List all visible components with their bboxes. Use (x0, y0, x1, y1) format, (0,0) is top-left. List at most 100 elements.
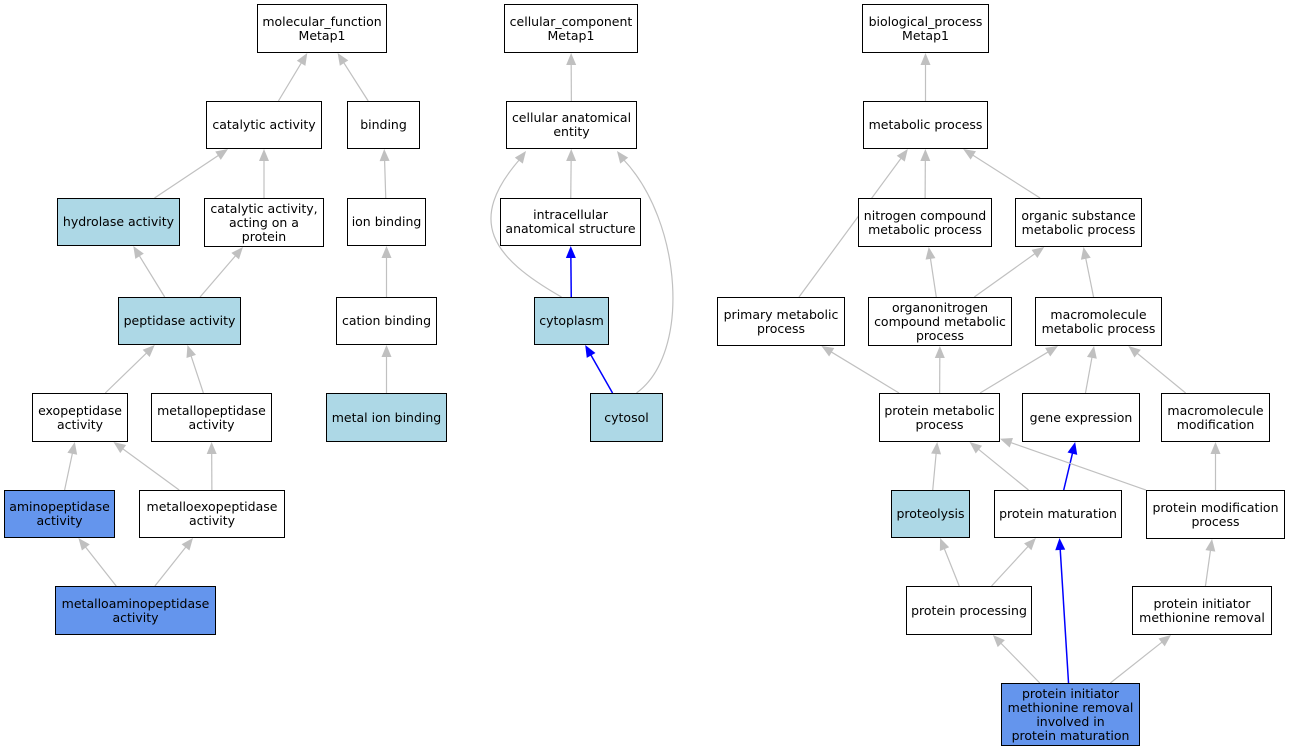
arrowhead (206, 442, 217, 455)
edge-metalloexopeptidase-to-exopeptidase (113, 442, 180, 491)
arrowhead (969, 442, 983, 454)
node-catalytic-activity[interactable]: catalytic activity (206, 101, 322, 149)
edge-cytoplasm-to-intracellular (565, 246, 576, 298)
arrowhead (565, 246, 576, 259)
edge-init_met_maturation-to-protein_maturation (1055, 538, 1070, 684)
node-cytosol[interactable]: cytosol (590, 393, 663, 442)
edge-ion_binding-to-binding (379, 149, 390, 199)
edge-catalytic-to-mf_root (277, 53, 308, 102)
arrowhead (1158, 635, 1172, 647)
edge-metalloaminopeptidase-to-metalloexopeptidase (154, 538, 193, 587)
edge-protein_maturation-to-protein_met (969, 442, 1029, 491)
node-peptidase-activity[interactable]: peptidase activity (118, 297, 241, 345)
arrowhead (67, 442, 78, 455)
edge-init_met_maturation-to-init_met_removal (1109, 635, 1172, 684)
arrowhead (1024, 538, 1036, 551)
node-aminopeptidase-activity[interactable]: aminopeptidase activity (4, 490, 115, 538)
node-binding[interactable]: binding (347, 101, 420, 149)
node-nitrogen-compound-metabolic-process[interactable]: nitrogen compound metabolic process (858, 198, 992, 247)
node-gene-expression[interactable]: gene expression (1022, 393, 1140, 442)
node-protein-modification-process[interactable]: protein modification process (1146, 490, 1285, 539)
node-molecular-function-root[interactable]: molecular_function Metap1 (257, 4, 387, 53)
arrowhead (1031, 247, 1045, 259)
node-intracellular-anatomical-structure[interactable]: intracellular anatomical structure (500, 198, 641, 246)
edge-protein_met-to-macromolecule_met (979, 346, 1058, 394)
arrowhead (259, 149, 269, 161)
edge-gene_expression-to-macromolecule_met (1084, 346, 1097, 394)
edge-metalloexopeptidase-to-metallopeptidase (206, 442, 217, 491)
arrowhead (617, 151, 629, 164)
node-ion-binding[interactable]: ion binding (347, 198, 426, 246)
node-proteolysis[interactable]: proteolysis (891, 490, 970, 538)
node-cytoplasm[interactable]: cytoplasm (534, 297, 609, 345)
node-protein-metabolic-process[interactable]: protein metabolic process (879, 393, 1000, 442)
node-protein-processing[interactable]: protein processing (906, 586, 1032, 635)
edge-cytosol-to-cell_anat (617, 151, 674, 394)
edge-cat_protein-to-catalytic (259, 149, 269, 198)
edge-metallopeptidase-to-peptidase (186, 345, 204, 394)
arrowhead (296, 53, 308, 66)
node-organic-substance-metabolic-process[interactable]: organic substance metabolic process (1015, 198, 1142, 247)
arrowhead (821, 346, 835, 357)
edge-nitrogen-to-metabolic (920, 149, 931, 199)
arrowhead (1055, 538, 1066, 551)
edge-protein_mod-to-protein_met (1000, 438, 1147, 491)
node-metabolic-process[interactable]: metabolic process (863, 101, 988, 149)
edge-primary-to-metabolic (798, 149, 908, 298)
edge-hydrolase-to-catalytic (154, 149, 228, 199)
node-macromolecule-modification[interactable]: macromolecule modification (1161, 393, 1270, 442)
arrowhead (920, 53, 931, 65)
node-cation-binding[interactable]: cation binding (336, 297, 437, 345)
edge-cytoplasm-to-cell_anat (490, 151, 562, 298)
node-protein-initiator-methionine-removal-maturation[interactable]: protein initiator methionine removal inv… (1001, 683, 1140, 746)
node-protein-maturation[interactable]: protein maturation (994, 490, 1122, 538)
edge-cell_anat-to-cc_root (566, 53, 577, 102)
edge-protein_met-to-organonitrogen (934, 346, 945, 394)
node-metalloaminopeptidase-activity[interactable]: metalloaminopeptidase activity (55, 586, 216, 635)
arrowhead (566, 149, 577, 162)
arrowhead (931, 442, 942, 455)
node-organonitrogen-compound-metabolic-process[interactable]: organonitrogen compound metabolic proces… (868, 297, 1012, 346)
edge-cation_binding-to-ion_binding (381, 246, 392, 297)
node-cellular-anatomical-entity[interactable]: cellular anatomical entity (506, 101, 637, 149)
arrowhead (925, 247, 936, 260)
arrowhead (381, 345, 392, 357)
arrowhead (1000, 438, 1013, 448)
arrowhead (939, 538, 950, 551)
edge-protein_processing-to-protein_maturation (991, 538, 1036, 587)
node-primary-metabolic-process[interactable]: primary metabolic process (717, 297, 845, 346)
node-hydrolase-activity[interactable]: hydrolase activity (57, 198, 180, 246)
node-biological-process-root[interactable]: biological_process Metap1 (862, 4, 989, 53)
arrowhead (920, 149, 931, 162)
edge-protein_processing-to-proteolysis (939, 538, 960, 587)
arrowhead (1205, 539, 1216, 552)
edge-macromolecule_met-to-organic (1080, 247, 1095, 298)
arrowhead (566, 53, 577, 66)
arrowhead (231, 247, 243, 260)
arrowhead (379, 149, 390, 162)
arrowhead (186, 345, 196, 358)
node-macromolecule-metabolic-process[interactable]: macromolecule metabolic process (1035, 297, 1162, 346)
node-exopeptidase-activity[interactable]: exopeptidase activity (32, 393, 128, 442)
node-metal-ion-binding[interactable]: metal ion binding (326, 393, 447, 442)
edge-metalloaminopeptidase-to-aminopeptidase (78, 538, 117, 587)
edge-init_met_removal-to-protein_mod (1204, 539, 1216, 587)
edge-macromolecule_mod-to-macromolecule_met (1128, 346, 1187, 394)
node-catalytic-activity-on-protein[interactable]: catalytic activity, acting on a protein (204, 198, 324, 247)
node-metalloexopeptidase-activity[interactable]: metalloexopeptidase activity (139, 490, 285, 538)
arrowhead (934, 346, 945, 359)
arrowhead (1080, 247, 1091, 260)
arrowhead (142, 345, 155, 357)
arrowhead (113, 442, 127, 454)
edge-binding-to-mf_root (337, 53, 369, 102)
arrowhead (1128, 346, 1141, 358)
node-cellular-component-root[interactable]: cellular_component Metap1 (504, 4, 638, 53)
edge-organonitrogen-to-nitrogen (925, 247, 937, 298)
arrowhead (181, 538, 193, 551)
node-protein-initiator-methionine-removal[interactable]: protein initiator methionine removal (1132, 586, 1272, 635)
edge-peptidase-to-cat_protein (199, 247, 243, 298)
arrowhead (514, 151, 526, 164)
edge-cytosol-to-cytoplasm (585, 345, 614, 394)
node-metallopeptidase-activity[interactable]: metallopeptidase activity (151, 393, 272, 442)
